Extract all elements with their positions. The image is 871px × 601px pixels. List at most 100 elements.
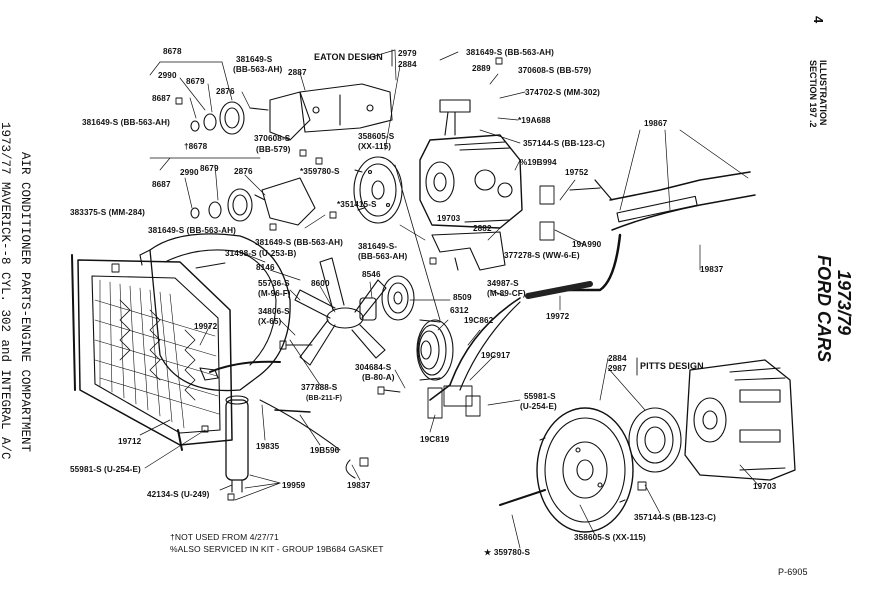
part-label: 381649-S xyxy=(236,55,273,64)
section-line2: SECTION 197 .2 xyxy=(808,60,818,128)
part-label: 34987-S xyxy=(487,279,519,288)
pitts-design-label: PITTS DESIGN xyxy=(640,361,704,371)
part-label: 55981-S xyxy=(524,392,556,401)
part-label: 31498-S (U-253-B) xyxy=(225,249,297,258)
part-label: 2987 xyxy=(608,364,627,373)
part-label: 19752 xyxy=(565,168,589,177)
part-label: 357144-S (BB-123-C) xyxy=(634,513,716,522)
part-label: 2889 xyxy=(472,64,491,73)
part-label: (BB-211-F) xyxy=(306,395,343,402)
part-label: 19972 xyxy=(546,312,570,321)
part-label: 19B596 xyxy=(310,446,340,455)
part-label: 8600 xyxy=(311,279,330,288)
part-label: (B-80-A) xyxy=(362,373,395,382)
eaton-bracket-drawing xyxy=(299,83,393,133)
part-label: 383375-S (MM-284) xyxy=(70,208,145,217)
part-label: *19A688 xyxy=(518,116,551,125)
part-label: 2887 xyxy=(288,68,307,77)
part-label: 358605-S (XX-115) xyxy=(574,533,646,542)
part-label: (BB-579) xyxy=(256,145,291,154)
part-label: 2876 xyxy=(234,167,253,176)
part-label: 2979 xyxy=(398,49,417,58)
spacer-drawing xyxy=(359,275,415,321)
part-label: (M-96-F) xyxy=(258,289,291,298)
part-label: 370608-S xyxy=(254,134,291,143)
part-label: (BB-563-AH) xyxy=(358,252,408,261)
fan-shroud-drawing xyxy=(139,233,291,392)
part-label: 8678 xyxy=(163,47,182,56)
part-label: (M-89-CF) xyxy=(487,289,526,298)
part-label: 19972 xyxy=(194,322,218,331)
part-label: 55981-S (U-254-E) xyxy=(70,465,141,474)
brand-years: 1973/79 xyxy=(834,270,854,336)
condenser-drawing xyxy=(71,254,233,451)
section-line1: ILLUSTRATION xyxy=(818,60,828,126)
part-label: 34806-S xyxy=(258,307,290,316)
part-label: 2990 xyxy=(180,168,199,177)
part-label: 358605-S xyxy=(358,132,395,141)
part-label: 381649-S (BB-563-AH) xyxy=(255,238,344,247)
pitts-clutch-drawing xyxy=(499,407,682,533)
part-label: 2884 xyxy=(398,60,417,69)
part-label: 19703 xyxy=(437,214,461,223)
part-label: 2990 xyxy=(158,71,177,80)
part-label: 19867 xyxy=(644,119,668,128)
plate-number: P-6905 xyxy=(778,567,808,577)
part-label: 357144-S (BB-123-C) xyxy=(523,139,605,148)
part-label: 19C862 xyxy=(464,316,494,325)
footnote-percent: %ALSO SERVICED IN KIT - GROUP 19B684 GAS… xyxy=(170,544,384,554)
title-line1: AIR CONDITIONER PARTS-ENGINE COMPARTMENT xyxy=(18,152,32,453)
part-label: 377888-S xyxy=(301,383,338,392)
part-label: 19A990 xyxy=(572,240,602,249)
brand-name: FORD CARS xyxy=(814,255,834,362)
mount-bracket-drawing xyxy=(431,231,506,271)
part-label: 370608-S (BB-579) xyxy=(518,66,592,75)
page-number: 4 xyxy=(811,16,826,24)
part-label: *359780-S xyxy=(300,167,340,176)
part-label: 19837 xyxy=(347,481,371,490)
compressor-drawing xyxy=(419,99,523,229)
footnote-dagger: †NOT USED FROM 4/27/71 xyxy=(170,532,279,542)
part-label: 6312 xyxy=(450,306,469,315)
part-label: (U-254-E) xyxy=(520,402,557,411)
crank-pulley-drawing xyxy=(416,319,454,381)
part-label: 19835 xyxy=(256,442,280,451)
fan-drawing xyxy=(294,257,387,366)
part-label: 377278-S (WW-6-E) xyxy=(504,251,580,260)
part-label: 19C819 xyxy=(420,435,450,444)
idler-pulley-drawing xyxy=(190,91,316,226)
part-label: 381649-S- xyxy=(358,242,398,251)
part-label: 8146 xyxy=(256,263,275,272)
part-label: 2884 xyxy=(608,354,627,363)
part-label: 8546 xyxy=(362,270,381,279)
part-label: %19B994 xyxy=(520,158,557,167)
part-label: 2876 xyxy=(216,87,235,96)
eaton-design-label: EATON DESIGN xyxy=(314,52,383,62)
part-label: †8678 xyxy=(184,142,208,151)
part-label: 381649-S (BB-563-AH) xyxy=(148,226,237,235)
bolts-drawing xyxy=(111,57,647,501)
belt-drawing xyxy=(394,164,441,321)
part-label: 42134-S (U-249) xyxy=(147,490,210,499)
leader-lines xyxy=(139,49,761,549)
eaton-clutch-drawing xyxy=(353,156,403,224)
drier-drawing xyxy=(225,395,249,493)
part-label: 381649-S (BB-563-AH) xyxy=(466,48,555,57)
part-label: (XX-115) xyxy=(358,142,392,151)
part-label: 8679 xyxy=(200,164,219,173)
part-label: 55736-S xyxy=(258,279,290,288)
part-label: *351415-S xyxy=(337,200,377,209)
part-label: 381649-S (BB-563-AH) xyxy=(82,118,171,127)
part-label: 8509 xyxy=(453,293,472,302)
part-label: ★ 359780-S xyxy=(484,548,531,557)
part-label: 8687 xyxy=(152,94,171,103)
part-label: 19837 xyxy=(700,265,724,274)
part-label: 8679 xyxy=(186,77,205,86)
pitts-compressor-drawing xyxy=(684,359,796,481)
part-label: 2882 xyxy=(473,224,492,233)
part-label: 19C917 xyxy=(481,351,511,360)
part-label: 19959 xyxy=(282,481,306,490)
part-label: 19703 xyxy=(753,482,777,491)
